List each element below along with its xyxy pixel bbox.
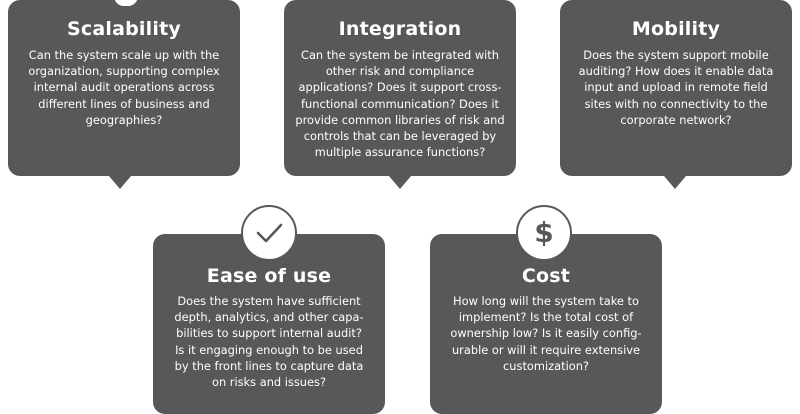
- scalability-line: geographies?: [85, 112, 163, 127]
- integration-pointer: [389, 176, 411, 189]
- mobility-text: Does the system support mobile auditing?…: [560, 47, 792, 128]
- cost-line: How long will the system take to: [453, 294, 639, 308]
- ease-of-use-line: depth, analytics, and other capa-: [174, 310, 364, 325]
- cost-line: urable or will it require extensive: [451, 342, 641, 357]
- checkmark-icon: [241, 205, 297, 261]
- ease-of-use-card: Ease of use Does the system have suffici…: [153, 234, 385, 414]
- scalability-pointer: [109, 176, 131, 189]
- mobility-pointer: [664, 176, 686, 189]
- cost-text: How long will the system take to impleme…: [430, 293, 662, 374]
- mobility-line: auditing? How does it enable data: [578, 64, 774, 79]
- scalability-line: organization, supporting complex: [28, 64, 220, 79]
- cost-line: ownership low? Is it easily config-: [450, 326, 642, 341]
- cost-line: implement? Is the total cost of: [458, 310, 634, 325]
- scalability-line: different lines of business and: [38, 96, 210, 111]
- integration-line: provide common libraries of risk and: [295, 112, 505, 127]
- dollar-glyph: $: [534, 216, 554, 249]
- ease-of-use-line: by the front lines to capture data: [174, 358, 364, 373]
- ease-of-use-title: Ease of use: [206, 265, 332, 287]
- ease-of-use-line: Does the system have sufficient: [177, 294, 361, 308]
- scalability-text: Can the system scale up with the organiz…: [8, 47, 240, 128]
- integration-card: Integration Can the system be integrated…: [284, 0, 516, 176]
- integration-title: Integration: [338, 18, 462, 40]
- integration-line: other risk and compliance: [325, 64, 475, 79]
- integration-line: Can the system be integrated with: [301, 48, 499, 62]
- ease-of-use-line: on risks and issues?: [211, 375, 327, 390]
- ease-of-use-line: bilities to support internal audit?: [176, 326, 362, 341]
- mobility-card: Mobility Does the system support mobile …: [560, 0, 792, 176]
- cost-card: Cost How long will the system take to im…: [430, 234, 662, 414]
- dollar-icon: $: [516, 205, 572, 261]
- mobility-line: corporate network?: [620, 112, 732, 127]
- integration-line: multiple assurance functions?: [314, 145, 486, 160]
- ease-of-use-text: Does the system have sufficient depth, a…: [153, 293, 385, 390]
- mobility-line: input and upload in remote field: [584, 80, 768, 95]
- cost-line: customization?: [503, 358, 589, 373]
- cost-title: Cost: [521, 265, 571, 287]
- scalability-line: internal audit operations across: [33, 80, 215, 95]
- integration-line: applications? Does it support cross-: [298, 80, 502, 95]
- integration-line: functional communication? Does it: [301, 96, 499, 111]
- mobility-title: Mobility: [631, 18, 721, 40]
- mobility-line: Does the system support mobile: [583, 48, 769, 62]
- scalability-title: Scalability: [67, 18, 181, 40]
- integration-line: controls that can be leveraged by: [303, 129, 497, 144]
- scalability-line: Can the system scale up with the: [28, 48, 220, 62]
- mobility-line: sites with no connectivity to the: [584, 96, 768, 111]
- integration-text: Can the system be integrated with other …: [284, 47, 516, 160]
- scalability-card: Scalability Can the system scale up with…: [8, 0, 240, 176]
- ease-of-use-line: Is it engaging enough to be used: [175, 342, 363, 357]
